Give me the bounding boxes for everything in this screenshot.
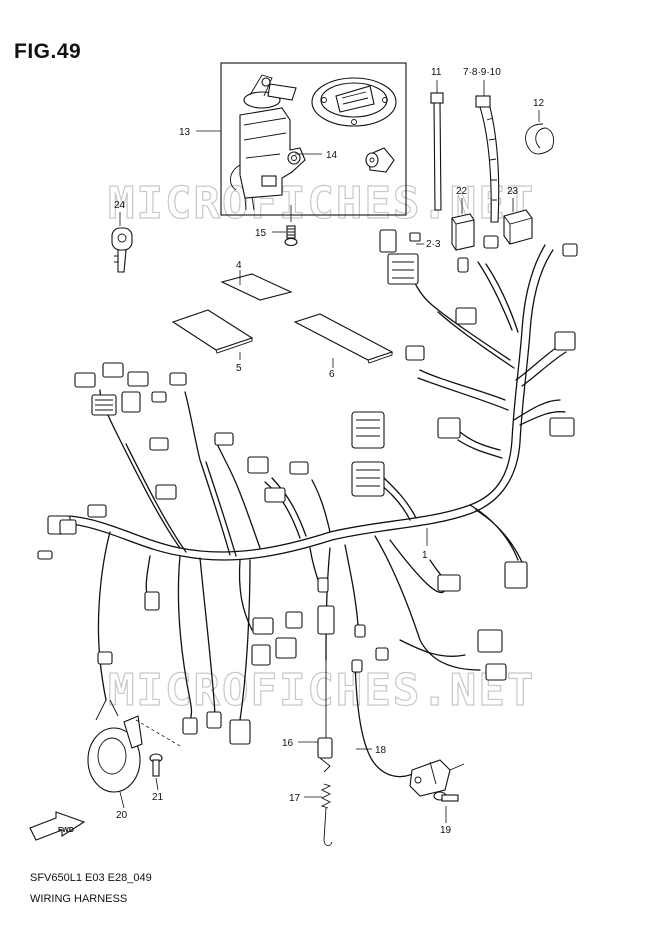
clamp-11 [430,92,444,211]
callout-11: 11 [431,67,442,78]
relay-22 [451,213,475,251]
callout-14: 14 [326,150,338,161]
ignition-switch-group [220,62,407,216]
leader-lines [119,80,540,823]
relay-23 [503,209,533,245]
plate-5 [171,309,254,354]
callout-12: 12 [533,98,545,109]
callout-22: 22 [456,186,468,197]
ignition-switch [230,74,306,211]
diagram-code: SFV650L1 E03 E28_049 [30,872,152,884]
callout-2-3: 2·3 [426,239,441,250]
fwd-arrow-icon: FWD [29,811,86,841]
callout-6: 6 [329,369,335,380]
bolt-15 [284,225,298,247]
plate-6 [293,313,394,364]
callout-7-8-9-10: 7·8·9·10 [463,67,501,78]
bolt-19 [433,791,459,802]
bolt-21 [149,753,163,777]
sensor-16 [317,634,333,773]
callout-19: 19 [440,825,452,836]
callout-15: 15 [255,228,267,239]
harness-connectors [37,229,578,745]
key-24 [111,227,133,273]
diagram-caption: WIRING HARNESS [30,893,128,905]
watermark-bottom: MICROFICHES.NET [108,665,535,716]
callout-21: 21 [152,792,164,803]
callout-24: 24 [114,200,126,211]
clamp-7-10 [475,95,500,223]
callouts: 1 2·3 4 5 6 7·8·9·10 11 12 13 14 15 16 1… [114,67,545,836]
callout-13: 13 [179,127,191,138]
figure-title: FIG.49 [14,40,82,63]
callout-18: 18 [375,745,387,756]
plate-4 [220,273,293,301]
horn-20 [87,699,143,793]
fwd-label: FWD [58,827,74,834]
fuel-cap-lock [311,77,397,127]
switch-18 [409,759,465,797]
callout-17: 17 [289,793,301,804]
callout-23: 23 [507,186,519,197]
callout-20: 20 [116,810,128,821]
spring-17 [320,783,333,847]
callout-4: 4 [236,260,242,271]
callout-5: 5 [236,363,242,374]
callout-1: 1 [422,550,428,561]
clamp-12 [525,123,555,155]
callout-16: 16 [282,738,294,749]
ignition-group-box [220,62,407,216]
seat-lock-cylinder [365,147,395,173]
